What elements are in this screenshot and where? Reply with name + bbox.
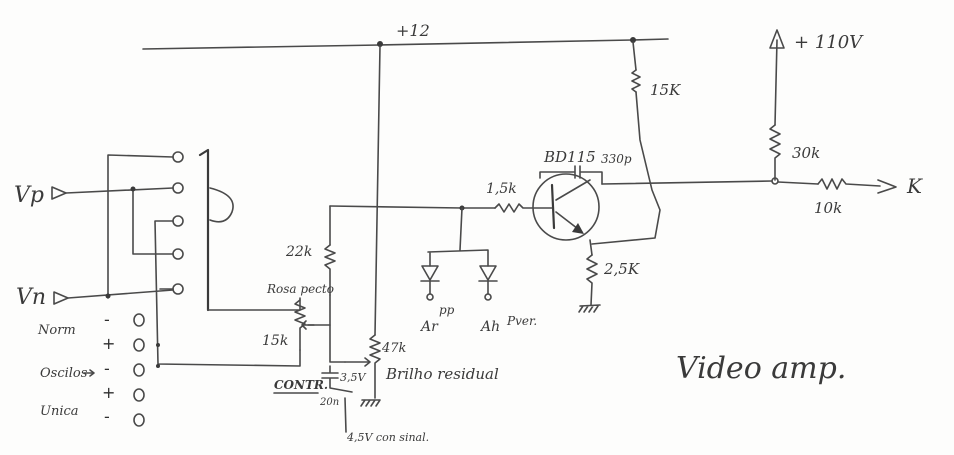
mode-dot-1 (156, 343, 160, 347)
diode-ah-icon (478, 265, 498, 295)
v12-drop-wire (374, 45, 381, 336)
oscilos-arrow-icon (83, 369, 95, 377)
emitter-wire (589, 239, 593, 256)
pin-ar (426, 293, 434, 301)
transistor-name: BD115 (543, 148, 596, 166)
mode-selector: Norm - + Oscilos - + Unica - (37, 310, 160, 427)
contact-1 (172, 151, 184, 163)
feedback-capacitor (539, 165, 603, 185)
vn-label: Vn (16, 285, 46, 310)
pot15k-label: 15k (262, 333, 288, 349)
mode-sign-1: - (104, 310, 110, 329)
pot-47k-wiper-icon (344, 357, 371, 367)
contr-wire (329, 324, 346, 363)
vn-node (105, 293, 111, 299)
signal-note-leader (344, 397, 347, 433)
pin-ah (484, 293, 492, 301)
switch-d-bar (198, 148, 210, 312)
collector-output-wire (601, 180, 773, 185)
pver-label: Pver. (506, 314, 537, 328)
ah-label: Ah (479, 319, 500, 335)
v110-label: + 110V (794, 32, 864, 53)
transistor-body (532, 173, 600, 241)
collector-wire (591, 91, 661, 245)
resistor-10k (817, 178, 881, 190)
vn-wire (67, 289, 174, 299)
switch-d-lever (209, 187, 234, 223)
resistor-22k (324, 244, 336, 296)
v12-rail (142, 38, 669, 50)
output-k-label: K (906, 174, 923, 198)
mode-contact-1 (133, 313, 145, 327)
contact-2 (172, 182, 184, 194)
v12-label: +12 (396, 21, 430, 40)
output-wire (777, 181, 819, 185)
mode-dot-2 (156, 364, 160, 368)
mode-name-norm: Norm (37, 323, 76, 338)
rail-node-right (630, 37, 636, 43)
v110-wire (774, 39, 778, 126)
vp-input-icon (51, 186, 67, 200)
pot-47k (369, 334, 381, 399)
r15k-top-label: 15K (650, 81, 681, 99)
base-wire (329, 205, 496, 209)
rail-node-left (377, 41, 383, 47)
transistor-base-bar (550, 183, 556, 230)
mode-name-unica: Unica (40, 404, 79, 419)
contact-4 (172, 248, 184, 260)
emitter-ground-icon (578, 304, 601, 313)
r30k-label: 30k (792, 144, 820, 162)
r22k-label: 22k (285, 244, 312, 260)
transistor-collector (555, 179, 591, 201)
wire-22k-pot (307, 294, 331, 326)
ar-label: Ar (419, 319, 439, 335)
c20n-label: 20n (319, 397, 339, 408)
v3-5-label: 3,5V (340, 371, 366, 384)
contact-3 (172, 215, 184, 227)
collector-supply-wire (632, 41, 637, 71)
vp-wire (65, 187, 174, 194)
mode-contact-3 (133, 363, 145, 377)
mode-contact-2 (133, 338, 145, 352)
resistor-1-5k (494, 203, 553, 213)
switch-to-pot-wire (207, 297, 301, 311)
vn-input-icon (53, 291, 69, 305)
resistor-2-5k (586, 254, 598, 306)
cap-label: 330p (601, 152, 632, 166)
output-arrow-icon (877, 179, 897, 194)
pot-15k-wiper-icon (301, 320, 315, 330)
diagram-title: Video amp. (676, 351, 846, 386)
contact-5 (172, 283, 184, 295)
rosa-pecto-label: Rosa pecto (266, 282, 334, 296)
emitter-arrow-icon (572, 223, 584, 234)
mode-sign-5: - (104, 407, 110, 426)
mode-sign-2: + (102, 334, 115, 353)
mode-name-oscilos: Oscilos (40, 366, 88, 381)
brilho-label: Brilho residual (385, 365, 499, 383)
r10k-label: 10k (814, 199, 842, 217)
mode-sign-3: - (104, 359, 110, 378)
mode-sign-4: + (102, 383, 115, 402)
mode-contact-4 (133, 388, 145, 402)
pp-label: pp (439, 303, 455, 317)
resistor-30k (769, 124, 781, 181)
mode-contact-5 (133, 413, 145, 427)
capacitor-20n (321, 365, 353, 393)
vp-node (130, 186, 136, 192)
pot-15k (294, 299, 306, 351)
r2-5k-label: 2,5K (603, 260, 640, 278)
vp-label: Vp (14, 183, 44, 208)
resistor-15k-top (631, 69, 641, 93)
diode-bus (427, 207, 489, 267)
r1-5k-label: 1,5k (486, 181, 517, 197)
v110-arrow-icon (769, 29, 785, 49)
diode-ar-icon (420, 265, 440, 295)
contr-label: CONTR. (274, 378, 328, 392)
v4-5-label: 4,5V con sinal. (346, 431, 429, 444)
pot47k-label: 47k (381, 341, 407, 356)
pot-47k-ground-icon (360, 399, 381, 407)
